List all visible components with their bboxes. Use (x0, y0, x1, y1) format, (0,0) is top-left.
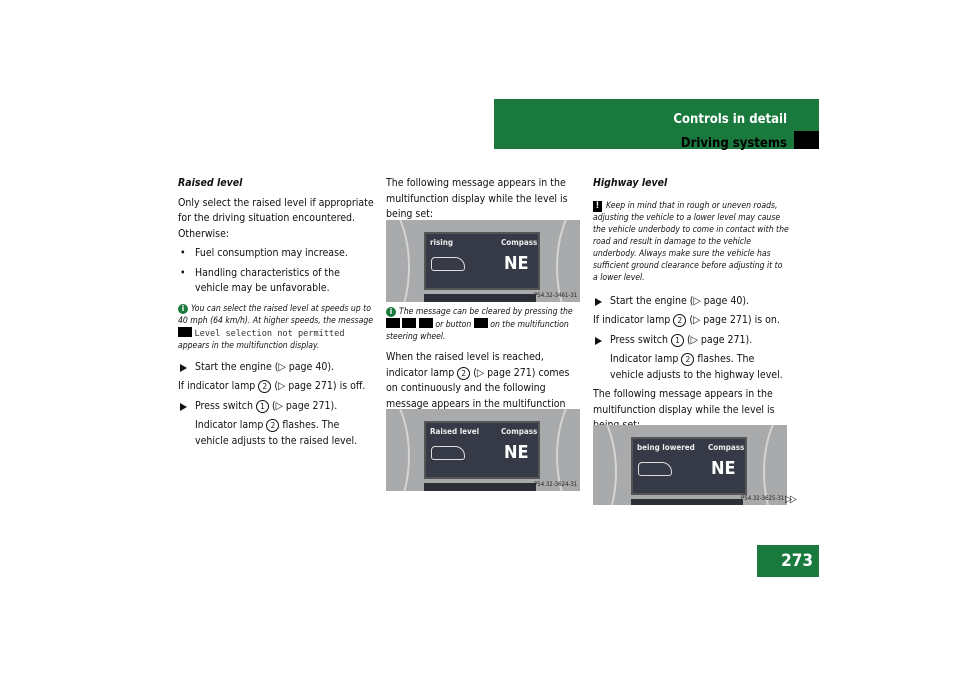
info-icon: i (386, 307, 396, 317)
column-3: Highway level !Keep in mind that in roug… (593, 176, 789, 438)
subsection-title: Driving systems (680, 136, 787, 151)
column-2: The following message appears in the mul… (386, 176, 582, 227)
reset-button-icon (386, 318, 400, 328)
indicator-condition: If indicator lamp 2 (▷ page 271) is on. (593, 314, 780, 327)
step-arrow-icon (180, 402, 187, 411)
car-icon (638, 462, 672, 476)
step-result: Indicator lamp 2 flashes. The vehicle ad… (195, 419, 358, 447)
info-icon: i (178, 303, 188, 314)
display-image-raised-level: Raised level Compass NE P54.32-3624-31 (386, 409, 580, 491)
continued-arrows-icon: ▷▷ (785, 494, 797, 505)
step-press-switch: Press switch 1 (▷ page 271). (178, 399, 374, 415)
display-intro-2: The following message appears in the mul… (593, 388, 775, 431)
column-1: Raised level Only select the raised leve… (178, 176, 374, 453)
header-band (494, 99, 819, 149)
header-tab (794, 131, 819, 149)
indicator-condition: If indicator lamp 2 (▷ page 271) is off. (178, 380, 366, 393)
arrow-up-button-icon (473, 318, 488, 328)
car-icon (431, 446, 465, 460)
display-intro: The following message appears in the mul… (386, 177, 568, 220)
step-start-engine: Start the engine (▷ page 40). (178, 360, 374, 376)
step-arrow-icon (595, 336, 602, 345)
section-title: Controls in detail (673, 112, 787, 127)
highway-level-heading: Highway level (593, 177, 668, 189)
warning-icon: ! (593, 200, 602, 212)
bullet-item: •Handling characteristics of the vehicle… (180, 266, 340, 295)
step-arrow-icon (595, 297, 602, 306)
step-press-switch: Press switch 1 (▷ page 271). (593, 333, 789, 349)
car-icon (431, 257, 465, 271)
multifunction-display (631, 437, 747, 495)
multifunction-display (424, 232, 540, 290)
back-button-icon (402, 318, 417, 328)
step-arrow-icon (180, 363, 187, 372)
page-number: 273 (757, 545, 819, 577)
arrow-down-button-icon (418, 318, 433, 328)
raised-level-intro: Only select the raised level if appropri… (178, 196, 374, 240)
multifunction-display (424, 421, 540, 479)
bullet-item: •Fuel consumption may increase. (180, 247, 348, 259)
step-result: Indicator lamp 2 flashes. The vehicle ad… (610, 353, 783, 381)
step-start-engine: Start the engine (▷ page 40). (593, 294, 789, 310)
warning-note: !Keep in mind that in rough or uneven ro… (593, 200, 789, 283)
display-image-rising: rising Compass NE P54.32-3461-31 (386, 220, 580, 302)
display-image-being-lowered: being lowered Compass NE P54.32-3625-31 (593, 425, 787, 505)
raised-level-heading: Raised level (178, 177, 243, 189)
vehicle-level-icon (178, 326, 192, 337)
